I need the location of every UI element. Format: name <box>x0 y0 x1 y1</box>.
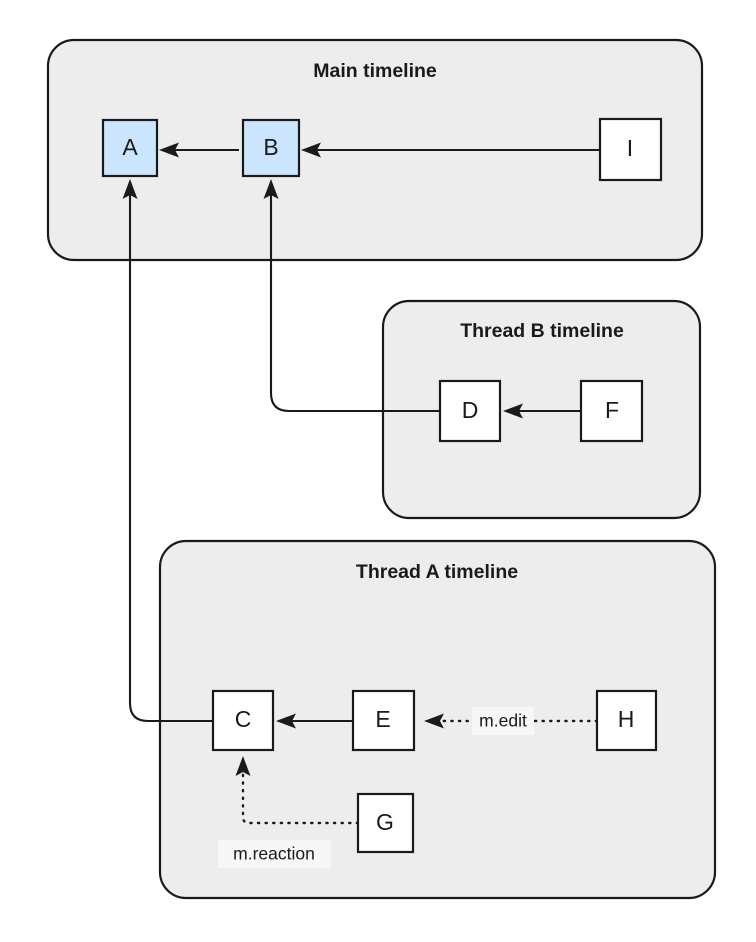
node-i-label: I <box>627 135 633 161</box>
panel-thread-a-timeline-title: Thread A timeline <box>356 561 518 583</box>
node-d[interactable]: D <box>438 379 502 443</box>
node-i-rect <box>598 117 663 182</box>
node-a-label: A <box>122 134 138 160</box>
edge-i-to-b <box>301 142 600 158</box>
edge-i-to-b-arrowhead <box>301 142 321 158</box>
edge-g-to-c-arrowhead <box>235 756 251 776</box>
edge-c-to-a <box>122 179 213 723</box>
panel-main-timeline-title: Main timeline <box>313 60 437 82</box>
edge-d-to-b <box>263 179 440 413</box>
edge-b-to-a <box>159 142 239 158</box>
edge-g-to-c: m.reaction <box>218 756 360 868</box>
edge-f-to-d <box>503 403 581 419</box>
edge-d-to-b-arrowhead <box>263 179 279 199</box>
node-f-rect <box>579 379 644 443</box>
edge-c-to-a-line <box>128 192 213 723</box>
node-f[interactable]: F <box>579 379 644 443</box>
node-h[interactable]: H <box>595 689 658 752</box>
edge-g-to-c-label: m.reaction <box>233 844 315 864</box>
node-b-label: B <box>263 134 278 160</box>
edge-g-to-c-line <box>241 768 360 825</box>
edge-h-to-e: m.edit <box>424 707 599 735</box>
panel-thread-b-timeline-title: Thread B timeline <box>460 320 624 342</box>
edge-e-to-c <box>276 713 353 729</box>
node-h-rect <box>595 689 658 752</box>
node-c[interactable]: C <box>211 689 275 752</box>
node-d-label: D <box>462 397 479 423</box>
node-e-rect <box>351 689 416 752</box>
node-c-rect <box>211 689 275 752</box>
node-i[interactable]: I <box>598 117 663 182</box>
node-h-label: H <box>618 706 635 732</box>
edge-b-to-a-arrowhead <box>159 142 179 158</box>
panel-thread-b-timeline-rect <box>381 299 702 520</box>
node-d-rect <box>438 379 502 443</box>
edge-h-to-e-arrowhead <box>424 713 444 729</box>
node-a-rect <box>101 118 159 178</box>
node-c-label: C <box>235 706 252 732</box>
edge-d-to-b-line <box>269 192 440 413</box>
node-e[interactable]: E <box>351 689 416 752</box>
node-f-label: F <box>605 397 619 423</box>
edge-e-to-c-arrowhead <box>276 713 296 729</box>
node-g-label: G <box>376 809 394 835</box>
edge-h-to-e-label: m.edit <box>479 711 527 731</box>
node-e-label: E <box>375 706 390 732</box>
edge-h-to-e-label-background <box>472 707 534 735</box>
edge-c-to-a-arrowhead <box>122 179 138 199</box>
node-b-rect <box>241 118 301 178</box>
edge-g-to-c-label-background <box>218 840 331 868</box>
node-g[interactable]: G <box>356 792 415 854</box>
node-g-rect <box>356 792 415 854</box>
node-b[interactable]: B <box>241 118 301 178</box>
edge-f-to-d-arrowhead <box>503 403 523 419</box>
node-a[interactable]: A <box>101 118 159 178</box>
panel-thread-b-timeline[interactable]: Thread B timeline <box>381 299 702 520</box>
